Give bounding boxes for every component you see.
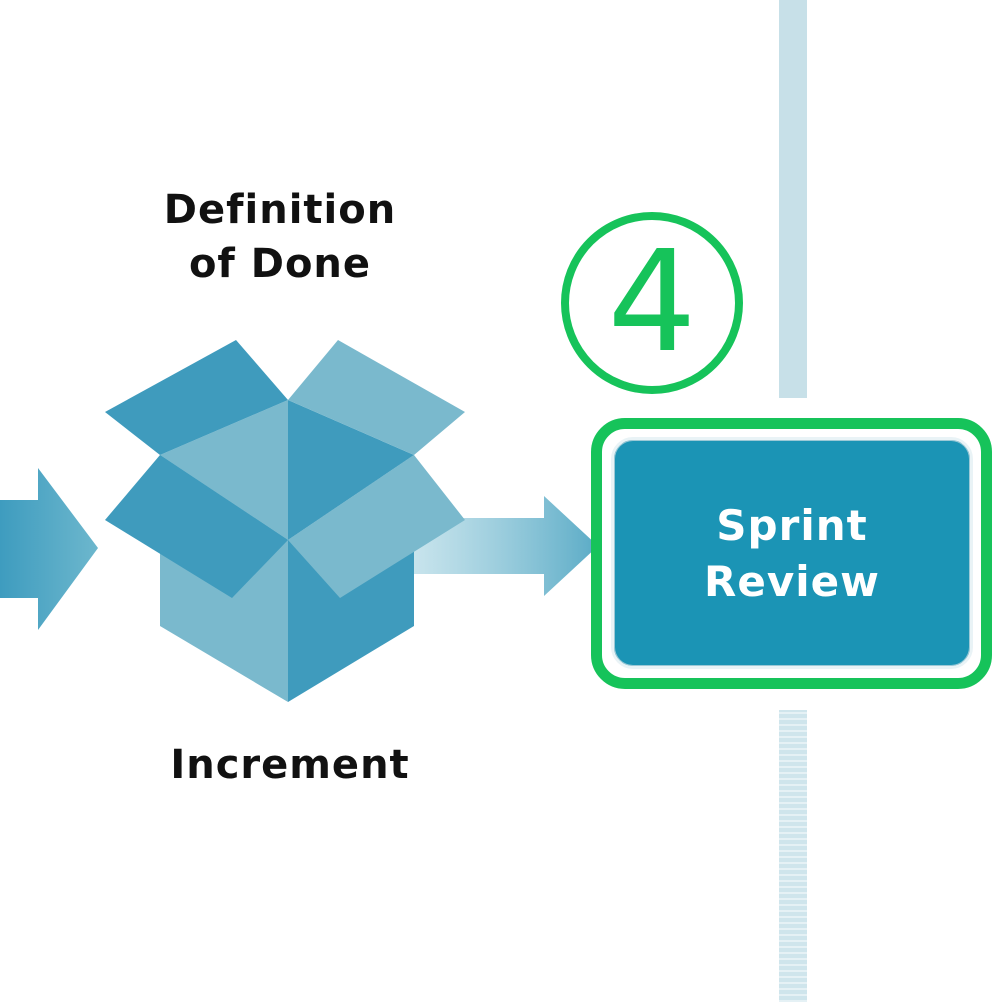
incoming-arrow-icon [0,468,98,630]
sprint-review-line2: Review [704,557,880,606]
definition-of-done-line2: of Done [188,241,372,287]
sprint-review-line1: Sprint [716,501,868,550]
sprint-review-box[interactable]: Sprint Review [611,437,973,669]
timeline-bar [779,0,807,1002]
definition-of-done-label: Definition of Done [120,183,440,291]
definition-of-done-line1: Definition [163,187,397,233]
sprint-review-highlight [591,418,992,689]
step-number-badge: 4 [561,212,743,394]
increment-label: Increment [170,742,410,788]
open-box-icon [105,340,465,702]
